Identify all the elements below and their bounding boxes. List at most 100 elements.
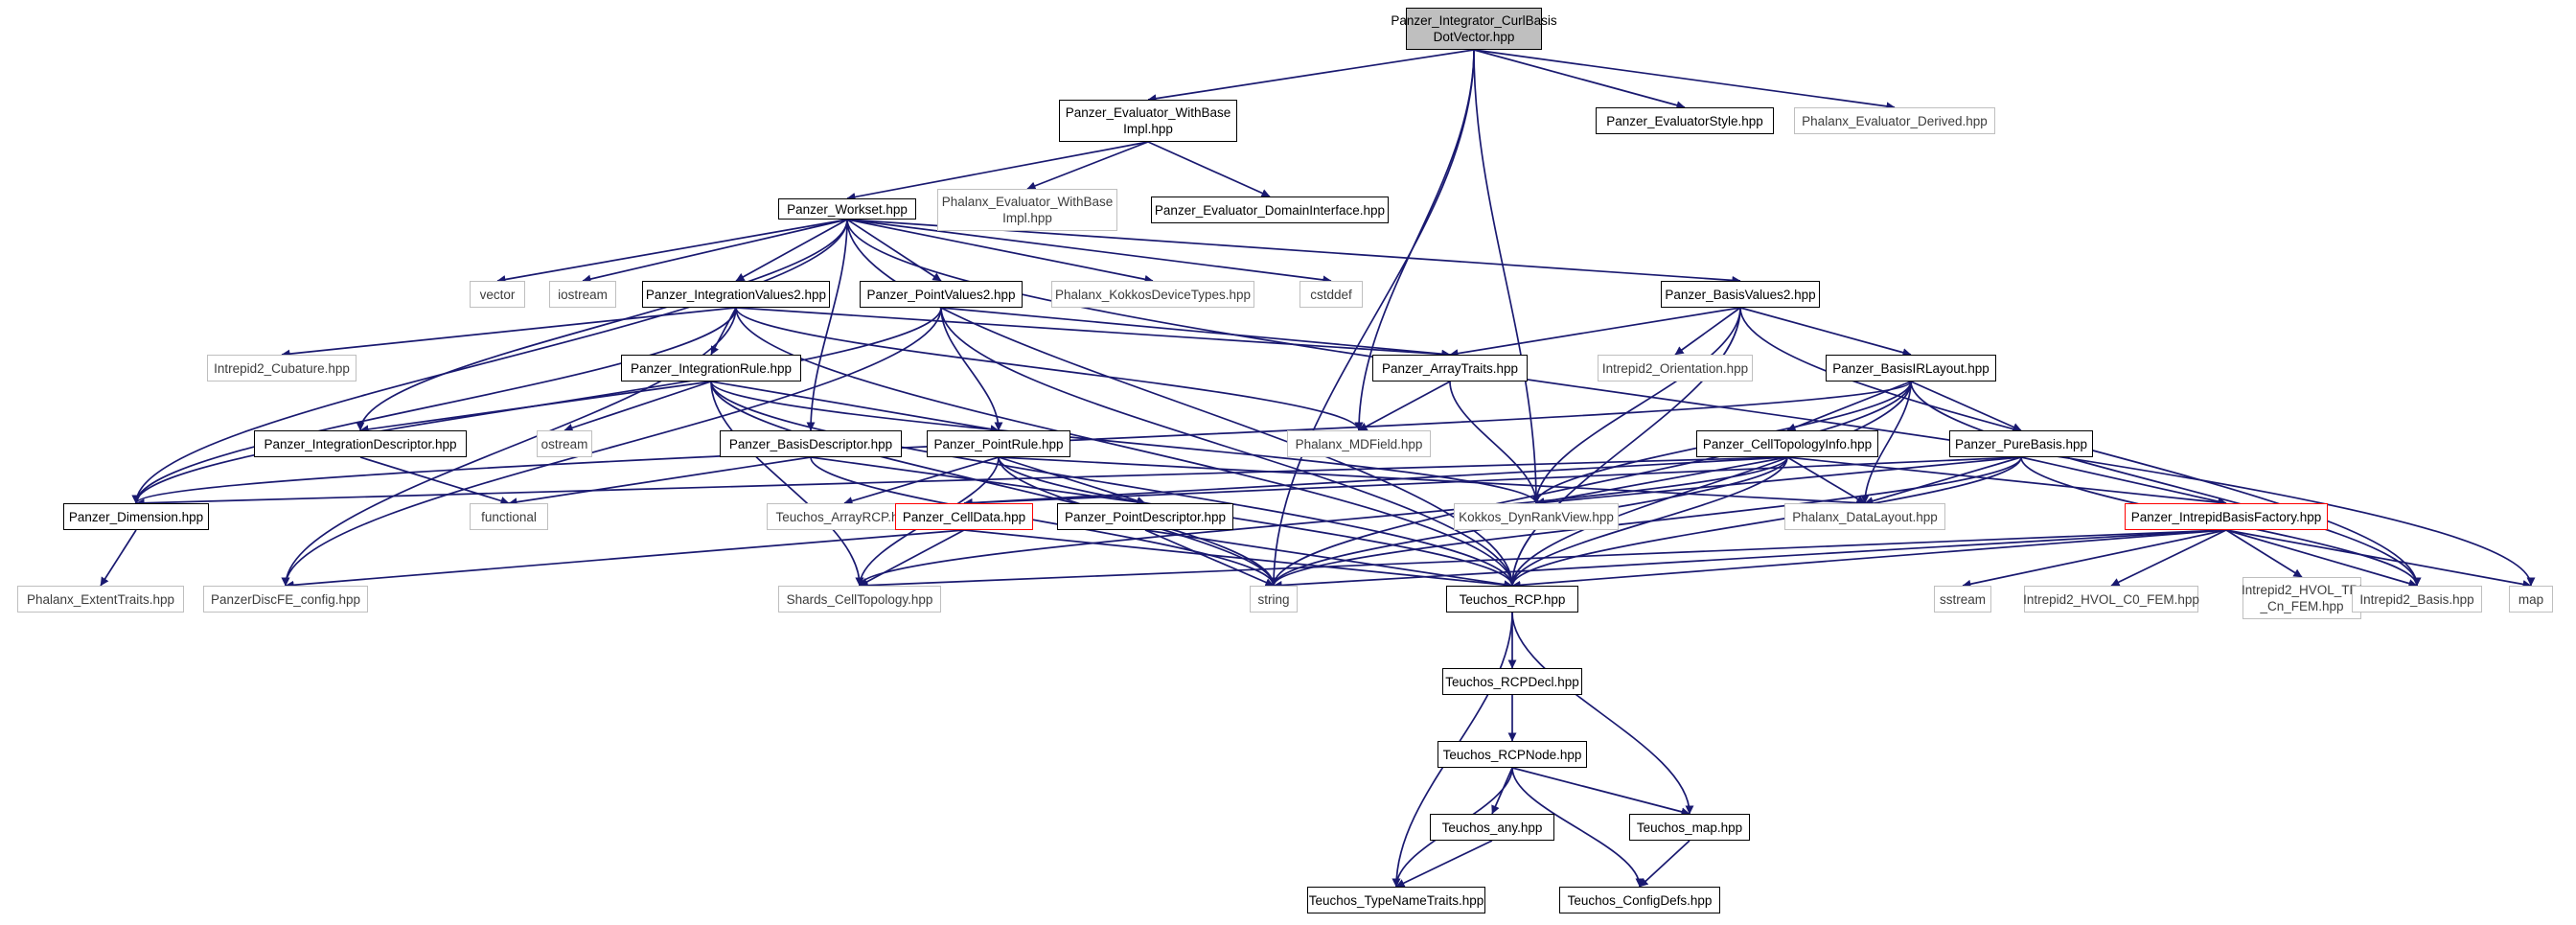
node-string[interactable]: string [1250,586,1298,613]
edge-ibf-to-basis [2225,529,2418,588]
edge-dim-to-ext [100,529,137,587]
edge-ws-to-vector [496,219,848,284]
node-map[interactable]: map [2509,586,2553,613]
edge-tmap-to-cdefs [1639,840,1690,888]
edge-any-to-tnt [1395,840,1493,888]
edge-iv2-to-dim [131,307,737,504]
node-phwb[interactable]: Phalanx_Evaluator_WithBase Impl.hpp [937,189,1117,231]
node-prule[interactable]: Panzer_PointRule.hpp [927,430,1070,457]
node-pb[interactable]: Panzer_PureBasis.hpp [1949,430,2093,457]
edge-ir-to-rcp [710,381,1517,587]
node-ibf[interactable]: Panzer_IntrepidBasisFactory.hpp [2125,503,2328,530]
node-cstddef[interactable]: cstddef [1300,281,1363,308]
edge-cti-to-dl [1786,456,1866,504]
edge-root-to-estyle [1473,49,1686,110]
edge-bv2-to-at [1449,307,1741,358]
node-rcpnode[interactable]: Teuchos_RCPNode.hpp [1438,741,1587,768]
edge-ir-to-drv [710,381,1541,504]
node-ext[interactable]: Phalanx_ExtentTraits.hpp [17,586,184,613]
edge-bv2-to-birl [1739,307,1912,358]
edge-cti-to-shards [855,456,1788,587]
edge-pdesc-to-string [1144,529,1275,587]
node-pdesc[interactable]: Panzer_PointDescriptor.hpp [1057,503,1233,530]
node-birl[interactable]: Panzer_BasisIRLayout.hpp [1826,355,1996,382]
edge-prule-to-dl [998,456,1866,508]
edge-ibf-to-map [2225,529,2532,589]
node-any[interactable]: Teuchos_any.hpp [1430,814,1554,841]
node-iostream[interactable]: iostream [549,281,616,308]
node-idesc[interactable]: Panzer_IntegrationDescriptor.hpp [254,430,467,457]
edge-root-to-string [1269,49,1475,587]
node-drv[interactable]: Kokkos_DynRankView.hpp [1454,503,1619,530]
node-ewb[interactable]: Panzer_Evaluator_WithBase Impl.hpp [1059,100,1237,142]
node-dim[interactable]: Panzer_Dimension.hpp [63,503,209,530]
node-cdefs[interactable]: Teuchos_ConfigDefs.hpp [1559,887,1720,913]
edge-ewb-to-phwb [1026,141,1149,191]
node-hvoltri[interactable]: Intrepid2_HVOL_TRI _Cn_FEM.hpp [2242,577,2362,619]
edge-birl-to-string [1269,381,1912,587]
edge-ws-to-iv2 [735,219,848,282]
node-basis[interactable]: Intrepid2_Basis.hpp [2352,586,2482,613]
node-rcpdecl[interactable]: Teuchos_RCPDecl.hpp [1442,668,1582,695]
node-phder[interactable]: Phalanx_Evaluator_Derived.hpp [1794,107,1995,134]
node-rcp[interactable]: Teuchos_RCP.hpp [1446,586,1578,613]
node-at[interactable]: Panzer_ArrayTraits.hpp [1372,355,1528,382]
edge-bv2-to-drv [1531,307,1741,504]
node-edom[interactable]: Panzer_Evaluator_DomainInterface.hpp [1151,197,1389,223]
edge-ws-to-cstddef [846,219,1332,285]
edge-birl-to-pb [1910,381,2022,431]
edge-ws-to-map [846,219,2536,587]
node-vector[interactable]: vector [470,281,525,308]
edge-bdesc-to-functional [508,456,812,507]
node-celldata[interactable]: Panzer_CellData.hpp [895,503,1033,530]
edge-pv2-to-pdfe [281,307,942,587]
edge-pb-to-rcp [1507,456,2022,587]
edge-prule-to-arcp [843,456,1000,505]
node-bdesc[interactable]: Panzer_BasisDescriptor.hpp [720,430,902,457]
node-iv2[interactable]: Panzer_IntegrationValues2.hpp [642,281,830,308]
edge-bdesc-to-string [810,456,1278,587]
node-pdfe[interactable]: PanzerDiscFE_config.hpp [203,586,368,613]
edge-ibf-to-shards [859,529,2227,590]
edge-ws-to-iostream [582,219,848,284]
node-tmap[interactable]: Teuchos_map.hpp [1629,814,1750,841]
node-cub[interactable]: Intrepid2_Cubature.hpp [207,355,356,382]
edge-pb-to-ibf [2020,456,2227,506]
edge-ewb-to-edom [1147,141,1271,197]
node-mdf[interactable]: Phalanx_MDField.hpp [1287,430,1431,457]
node-shards[interactable]: Shards_CellTopology.hpp [778,586,941,613]
edge-cti-to-celldata [963,456,1788,508]
edge-rcpnode-to-tmap [1511,767,1690,817]
node-cti[interactable]: Panzer_CellTopologyInfo.hpp [1696,430,1878,457]
edge-layer [100,49,2536,888]
edge-ir-to-string [710,381,1278,587]
node-orient[interactable]: Intrepid2_Orientation.hpp [1598,355,1753,382]
edge-bv2-to-rcp [1507,307,1741,587]
node-kdt[interactable]: Phalanx_KokkosDeviceTypes.hpp [1051,281,1254,308]
edge-ws-to-idesc [356,219,848,431]
node-ir[interactable]: Panzer_IntegrationRule.hpp [621,355,801,382]
edge-at-to-drv [1449,381,1541,504]
edge-idesc-to-functional [359,456,510,505]
edge-pv2-to-at [940,307,1451,358]
node-functional[interactable]: functional [470,503,548,530]
edge-ws-to-bdesc [806,219,848,431]
edge-pv2-to-prule [940,307,1003,431]
node-bv2[interactable]: Panzer_BasisValues2.hpp [1661,281,1820,308]
edge-ibf-to-hvolc0 [2110,529,2227,587]
edge-ir-to-ostream [564,381,712,432]
node-dl[interactable]: Phalanx_DataLayout.hpp [1784,503,1945,530]
node-root[interactable]: Panzer_Integrator_CurlBasis DotVector.hp… [1391,8,1557,50]
node-ostream[interactable]: ostream [537,430,592,457]
edge-ibf-to-string [1273,529,2227,590]
edge-celldata-to-pdfe [285,529,965,590]
node-hvolc0[interactable]: Intrepid2_HVOL_C0_FEM.hpp [2023,586,2199,613]
node-pv2[interactable]: Panzer_PointValues2.hpp [860,281,1023,308]
node-sstream[interactable]: sstream [1934,586,1991,613]
edge-root-to-ewb [1147,49,1475,104]
node-ws[interactable]: Panzer_Workset.hpp [778,198,916,220]
edge-ibf-to-sstream [1962,529,2227,589]
node-tnt[interactable]: Teuchos_TypeNameTraits.hpp [1307,887,1485,913]
node-estyle[interactable]: Panzer_EvaluatorStyle.hpp [1596,107,1774,134]
